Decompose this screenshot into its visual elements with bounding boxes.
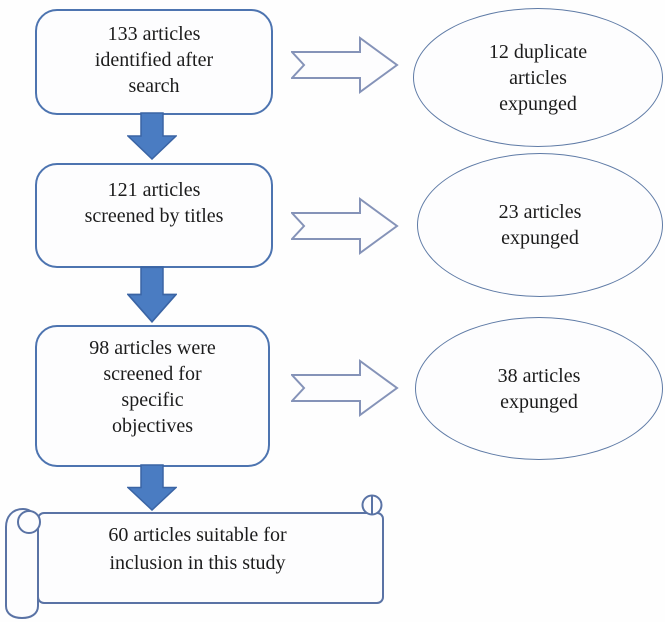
flow-box-screened-objectives-line: 98 articles were [89,337,216,359]
exclusion-objectives-line: 38 articles [497,364,581,387]
notched-right-arrow-3 [291,359,399,417]
flow-box-identified-line: search [128,75,180,97]
exclusion-duplicates-line: articles [509,66,567,89]
down-arrow-3 [127,464,177,511]
exclusion-ellipse-objectives: 38 articles expunged [415,317,663,460]
flow-box-screened-titles: 121 articles screened by titles [35,163,273,268]
flow-box-identified-line: identified after [94,49,214,71]
notched-right-arrow-1 [291,36,399,94]
exclusion-titles-line: 23 articles [498,201,582,223]
exclusion-duplicates-line: expunged [499,92,577,115]
result-line: 60 articles suitable for [108,524,287,546]
exclusion-ellipse-titles: 23 articles expunged [417,153,663,297]
flow-box-screened-objectives: 98 articles were screened for specific o… [35,325,270,467]
result-scroll-text: 60 articles suitable for inclusion in th… [50,521,345,577]
down-arrow-1 [127,112,177,160]
flow-box-screened-titles-line: 121 articles [107,179,201,201]
notched-right-arrow-2 [291,197,399,255]
flow-box-identified: 133 articles identified after search [35,9,273,115]
result-line: inclusion in this study [109,552,286,574]
exclusion-titles-line: expunged [501,227,579,249]
down-arrow-2 [127,266,177,323]
flow-box-screened-titles-line: screened by titles [84,205,224,227]
flow-box-screened-objectives-line: screened for [103,363,202,385]
flow-box-screened-objectives-line: specific [121,389,184,411]
flow-box-identified-line: 133 articles [107,23,201,45]
exclusion-ellipse-duplicates: 12 duplicate articles expunged [413,8,663,147]
exclusion-objectives-line: expunged [500,390,578,413]
exclusion-duplicates-line: 12 duplicate [488,40,588,63]
flow-box-screened-objectives-line: objectives [111,415,194,437]
result-scroll-shape [5,494,384,619]
